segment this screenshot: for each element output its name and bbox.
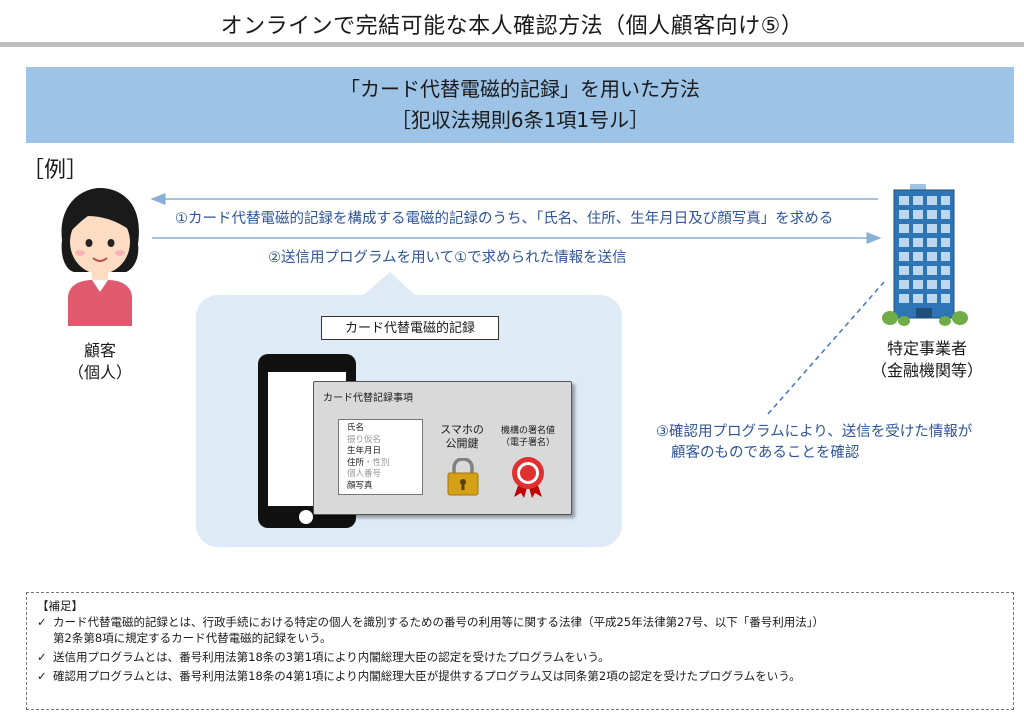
step3-line2: 顧客のものであることを確認 — [671, 445, 860, 461]
bubble-pointer — [360, 272, 418, 298]
padlock-icon — [447, 458, 479, 496]
note-card-record: ✓ カード代替電磁的記録とは、行政手続における特定の個人を識別するための番号の利… — [37, 614, 1003, 646]
smartphone-home-button — [299, 510, 313, 524]
record-item-kana: 振り仮名 — [347, 434, 382, 445]
seal-ribbon-icon — [512, 457, 544, 498]
step3-line1: ③確認用プログラムにより、送信を受けた情報が — [656, 424, 973, 440]
record-item-name: 氏名 — [347, 423, 365, 433]
signature-line1: 機構の署名値 — [500, 426, 555, 436]
signature-line2: （電子署名） — [500, 438, 555, 448]
note-1-line1: カード代替電磁的記録とは、行政手続における特定の個人を識別するための番号の利用等… — [53, 615, 825, 629]
page-title: オンラインで完結可能な本人確認方法（個人顧客向け⑤） — [220, 14, 804, 39]
check-icon: ✓ — [37, 650, 47, 664]
record-item-address-row: 住所・性別 — [347, 457, 390, 468]
method-title: 「カード代替電磁的記録」を用いた方法 — [340, 77, 700, 101]
card-record-title: カード代替記録事項 — [323, 393, 413, 404]
customer-type: （個人） — [67, 363, 132, 382]
record-item-photo: 顔写真 — [347, 480, 373, 491]
title-divider — [0, 42, 1024, 47]
record-tag: カード代替電磁的記録 — [321, 316, 499, 340]
arrow-verify — [767, 281, 885, 415]
customer-name: 顧客 — [83, 341, 116, 360]
signature-label: 機構の署名値 （電子署名） — [490, 425, 566, 449]
record-item-address: 住所 — [347, 457, 365, 468]
method-legal-basis: ［犯収法規則6条1項1号ル］ — [390, 108, 650, 132]
note-send-program: ✓ 送信用プログラムとは、番号利用法第18条の3第1項により内閣総理大臣の認定を… — [37, 649, 1003, 665]
customer-label: 顧客 （個人） — [60, 340, 140, 384]
office-building-icon — [882, 184, 968, 326]
step3-label: ③確認用プログラムにより、送信を受けた情報が 顧客のものであることを確認 — [656, 422, 972, 464]
supplement-heading: 【補足】 — [37, 599, 83, 613]
record-item-gender: 性別 — [372, 457, 390, 468]
record-item-mynumber: 個人番号 — [347, 469, 382, 479]
method-banner: 「カード代替電磁的記録」を用いた方法 ［犯収法規則6条1項1号ル］ — [26, 67, 1014, 143]
check-icon: ✓ — [37, 669, 47, 683]
phone-public-key-label: スマホの 公開鍵 — [434, 423, 490, 451]
operator-label: 特定事業者 （金融機関等） — [862, 338, 992, 382]
check-icon: ✓ — [37, 615, 47, 629]
card-record-items: 氏名 振り仮名 生年月日 住所・性別 個人番号 顔写真 — [338, 419, 423, 495]
pubkey-line1: スマホの — [440, 423, 484, 436]
record-item-birthdate: 生年月日 — [347, 446, 382, 456]
step2-label: ②送信用プログラムを用いて①で求められた情報を送信 — [268, 250, 627, 266]
note-3-line1: 確認用プログラムとは、番号利用法第18条の4第1項により内閣総理大臣が提供するプ… — [53, 669, 801, 683]
note-verify-program: ✓ 確認用プログラムとは、番号利用法第18条の4第1項により内閣総理大臣が提供す… — [37, 668, 1003, 684]
note-2-line1: 送信用プログラムとは、番号利用法第18条の3第1項により内閣総理大臣の認定を受け… — [53, 650, 610, 664]
step1-label: ①カード代替電磁的記録を構成する電磁的記録のうち、「氏名、住所、生年月日及び顔写… — [175, 211, 834, 227]
operator-type: （金融機関等） — [870, 361, 983, 380]
pubkey-line2: 公開鍵 — [445, 437, 479, 450]
person-icon — [61, 188, 139, 326]
operator-name: 特定事業者 — [886, 339, 967, 358]
example-label: ［例］ — [22, 158, 89, 183]
note-1-line2: 第2条第8項に規定するカード代替電磁的記録をいう。 — [53, 631, 332, 645]
supplement-notes: 【補足】 ✓ カード代替電磁的記録とは、行政手続における特定の個人を識別するため… — [26, 592, 1014, 710]
